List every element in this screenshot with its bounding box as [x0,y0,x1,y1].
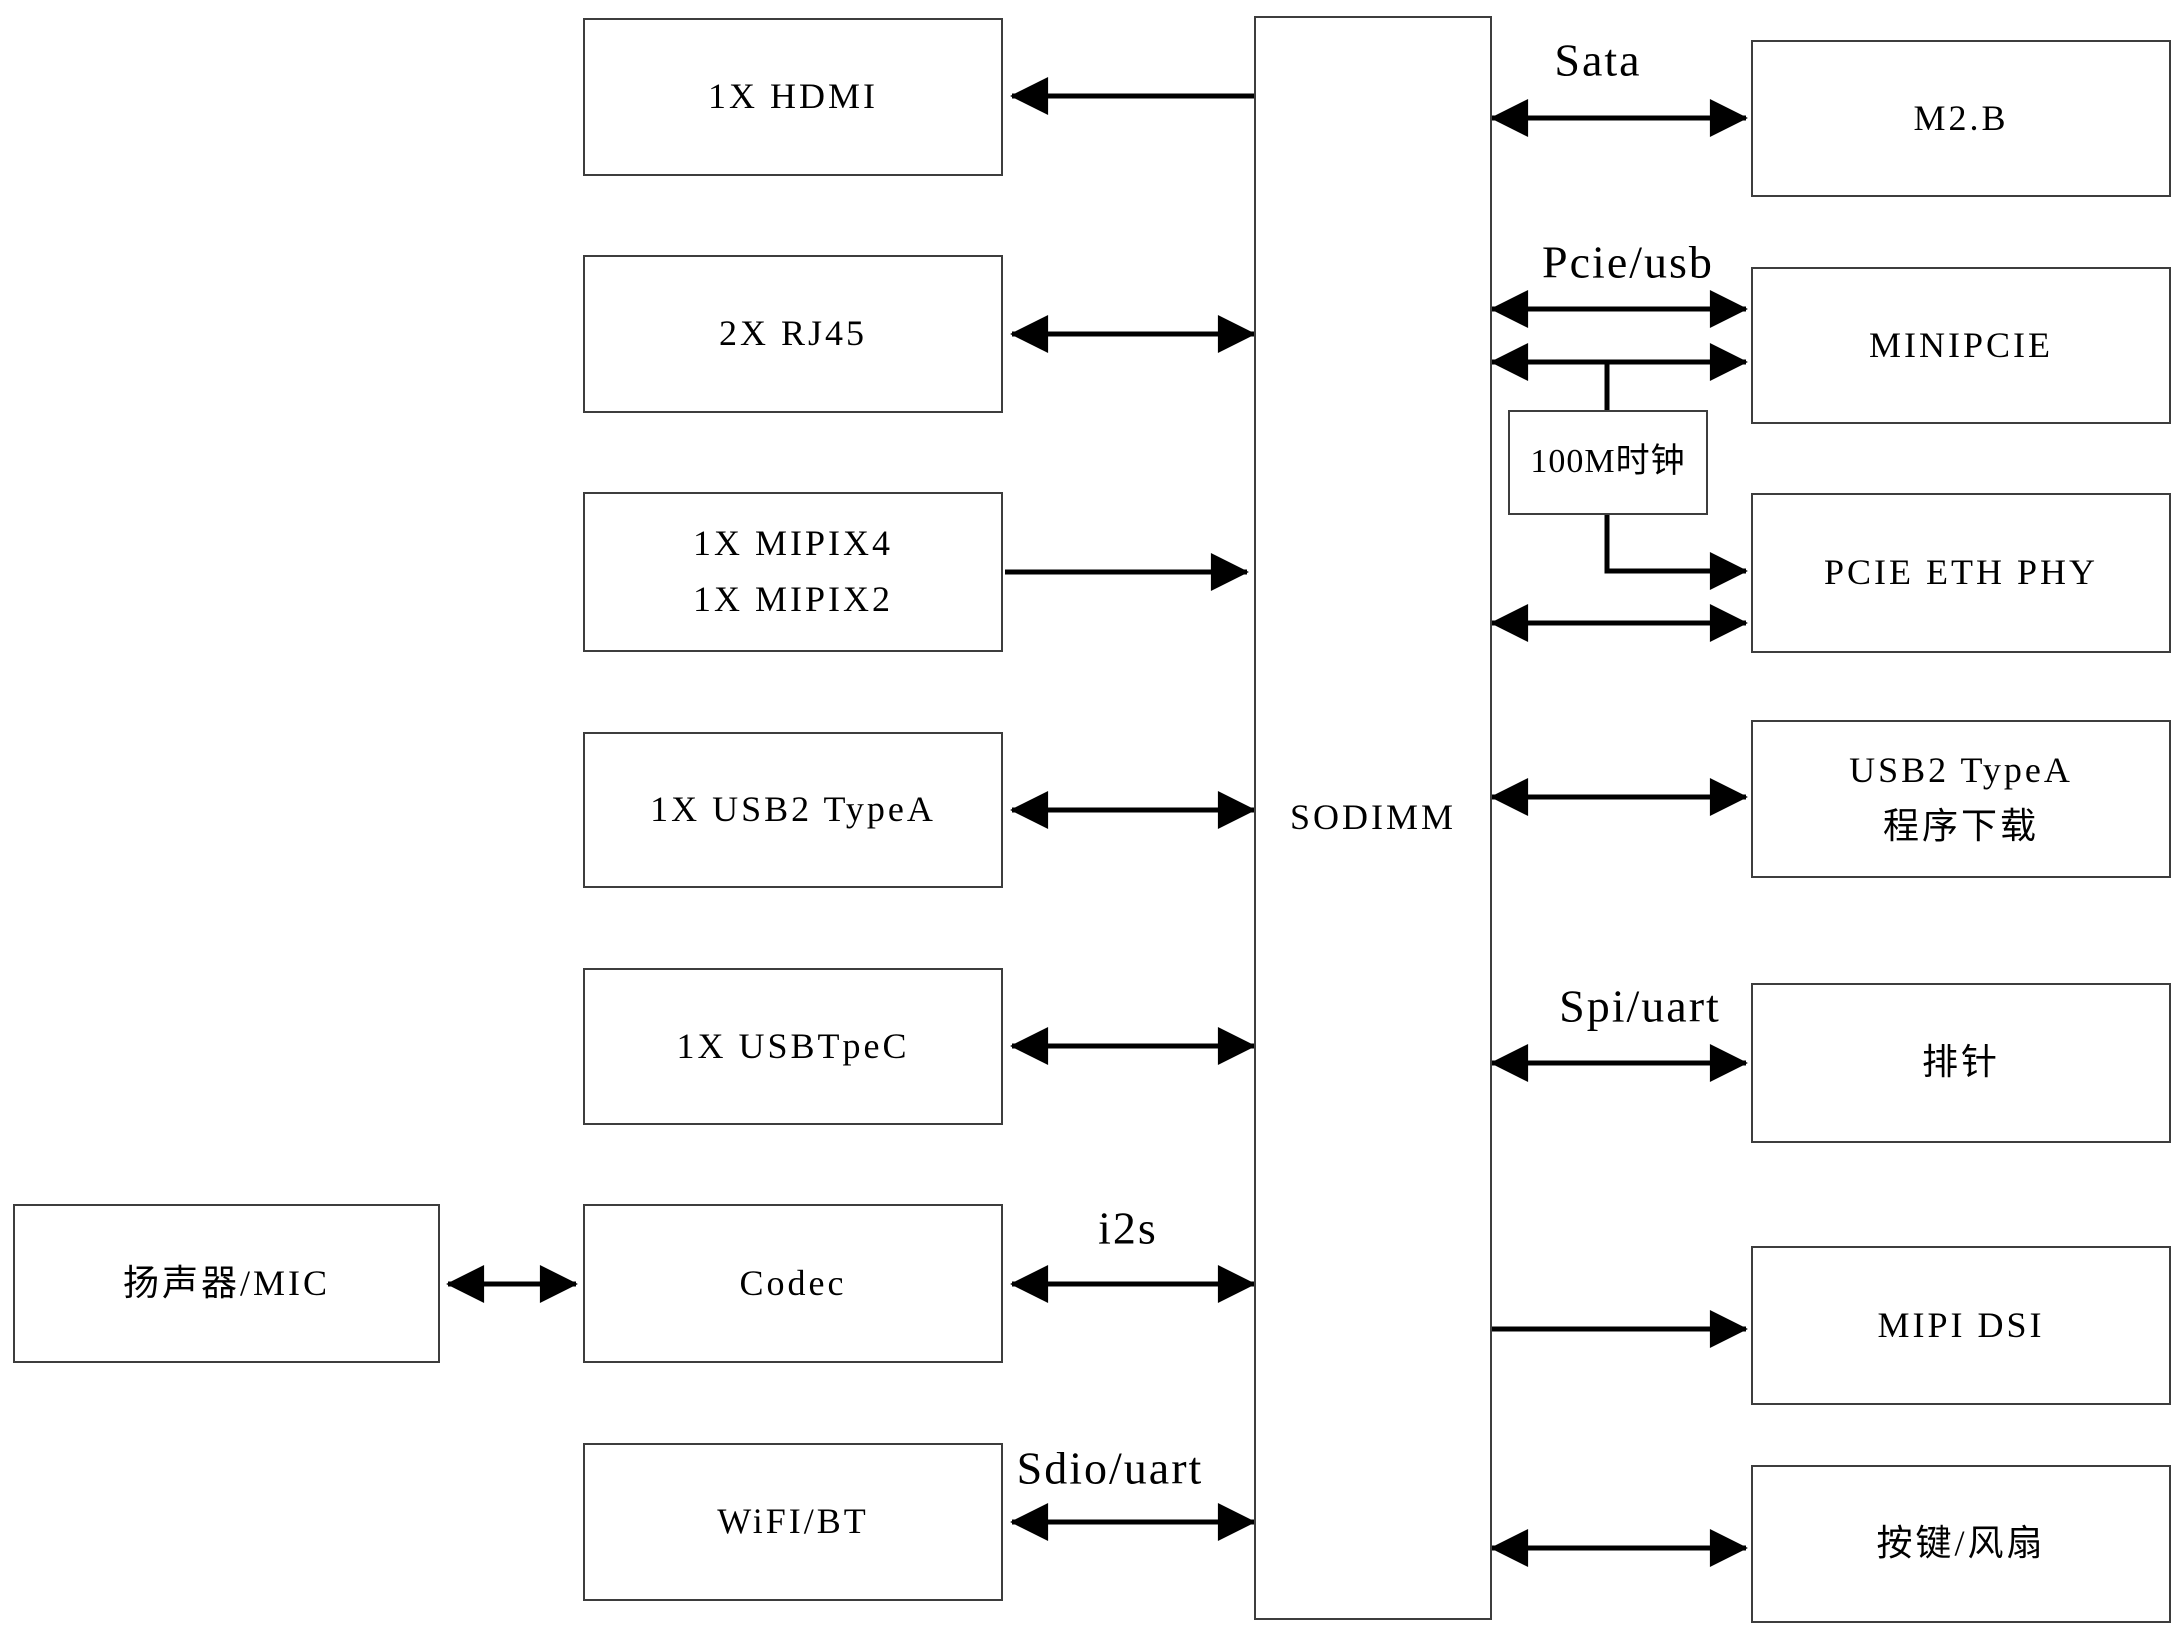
box-wifi-bt: WiFI/BT [583,1443,1003,1601]
box-m2b: M2.B [1751,40,2171,197]
box-hdmi: 1X HDMI [583,18,1003,176]
edge-clock-pcie-eth-phy [1604,515,1748,590]
label-sdio-uart: Sdio/uart [1016,1442,1204,1494]
label-sata: Sata [1554,34,1642,86]
box-mipi-csi: 1X MIPIX4 1X MIPIX2 [583,492,1003,652]
label-spi-uart: Spi/uart [1559,980,1721,1032]
box-mipi-dsi: MIPI DSI [1751,1246,2171,1405]
box-rj45: 2X RJ45 [583,255,1003,413]
box-sodimm: SODIMM [1254,16,1492,1620]
box-codec: Codec [583,1204,1003,1363]
box-usb2-download: USB2 TypeA 程序下载 [1751,720,2171,878]
box-100m-clock: 100M时钟 [1508,410,1708,515]
box-usb-typec: 1X USBTpeC [583,968,1003,1125]
box-minipcie: MINIPCIE [1751,267,2171,424]
box-pcie-eth-phy: PCIE ETH PHY [1751,493,2171,653]
label-pcie-usb: Pcie/usb [1542,236,1714,288]
box-key-fan: 按键/风扇 [1751,1465,2171,1623]
label-i2s: i2s [1098,1202,1158,1254]
box-usb2-typea: 1X USB2 TypeA [583,732,1003,888]
box-speaker-mic: 扬声器/MIC [13,1204,440,1363]
box-pin-header: 排针 [1751,983,2171,1143]
